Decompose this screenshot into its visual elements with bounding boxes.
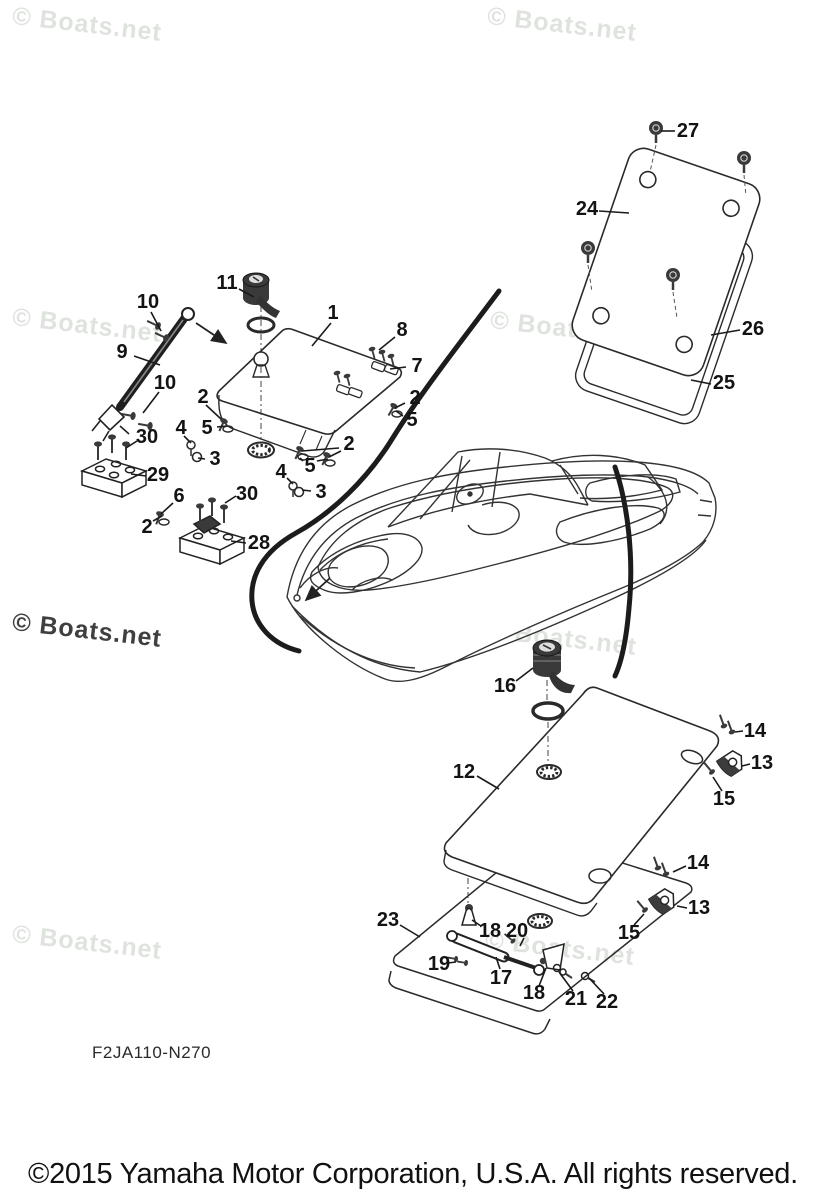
- screw-30-set-b: [196, 497, 228, 523]
- part-callout-23: 23: [376, 909, 400, 931]
- part-callout-13: 13: [750, 752, 774, 774]
- part-callout-14: 14: [686, 852, 710, 874]
- part-callout-16: 16: [493, 675, 517, 697]
- part-callout-24: 24: [575, 198, 599, 220]
- grommet-ring: [247, 441, 275, 459]
- part-callout-3: 3: [209, 448, 221, 470]
- part-callout-28: 28: [247, 532, 271, 554]
- diagram-code: F2JA110-N270: [92, 1043, 212, 1062]
- part-callout-18: 18: [522, 982, 546, 1004]
- clip-set-lower: [636, 856, 675, 915]
- part-callout-20: 20: [505, 920, 529, 942]
- part-callout-1: 1: [327, 302, 339, 324]
- part-callout-14: 14: [743, 720, 767, 742]
- screw-30-set-a: [94, 434, 130, 460]
- grommet-ring-12: [536, 764, 562, 780]
- clip-set-upper: [703, 714, 743, 777]
- part-callout-2: 2: [343, 433, 355, 455]
- part-callout-19: 19: [427, 953, 451, 975]
- part-callout-10: 10: [153, 372, 177, 394]
- boat-illustration: [286, 448, 717, 682]
- bow-hatch-cover-1: [216, 272, 403, 459]
- hinge-block-29: [79, 434, 149, 499]
- part-callout-5: 5: [201, 417, 213, 439]
- part-callout-4: 4: [175, 417, 187, 439]
- battery-tray-panel-24: [571, 121, 761, 377]
- lock-cylinder-16: [531, 639, 575, 763]
- part-callout-3: 3: [315, 481, 327, 503]
- part-callout-2: 2: [197, 386, 209, 408]
- part-callout-2: 2: [141, 516, 153, 538]
- part-callout-26: 26: [741, 318, 765, 340]
- battery-cable: [249, 288, 634, 679]
- part-callout-4: 4: [275, 461, 287, 483]
- part-callout-17: 17: [489, 967, 513, 989]
- part-callout-22: 22: [595, 991, 619, 1013]
- part-callout-15: 15: [712, 788, 736, 810]
- part-callout-10: 10: [136, 291, 160, 313]
- part-callout-2: 2: [409, 387, 421, 409]
- part-callout-29: 29: [146, 464, 170, 486]
- part-callout-15: 15: [617, 922, 641, 944]
- part-callout-18: 18: [478, 920, 502, 942]
- hinge-block-28: [177, 497, 247, 566]
- part-callout-7: 7: [411, 355, 423, 377]
- screw-27-set: [581, 121, 751, 290]
- part-callout-12: 12: [452, 761, 476, 783]
- part-callout-5: 5: [304, 455, 316, 477]
- part-callout-9: 9: [116, 341, 128, 363]
- part-callout-5: 5: [406, 409, 418, 431]
- part-callout-30: 30: [135, 426, 159, 448]
- part-callout-25: 25: [712, 372, 736, 394]
- gas-strut-9: [91, 307, 228, 442]
- part-callout-13: 13: [687, 897, 711, 919]
- part-callout-11: 11: [216, 272, 238, 294]
- hatch-strut-17-parts: [446, 878, 596, 983]
- part-callout-8: 8: [396, 319, 408, 341]
- part-callout-6: 6: [173, 485, 185, 507]
- leader-lines: [125, 130, 751, 995]
- fastener-cluster-7-8: [333, 346, 399, 399]
- part-callout-21: 21: [564, 988, 588, 1010]
- part-callout-30: 30: [235, 483, 259, 505]
- copyright-text: ©2015 Yamaha Motor Corporation, U.S.A. A…: [28, 1158, 798, 1190]
- engine-hatch-panel-12: [443, 686, 720, 917]
- part-callout-27: 27: [676, 120, 700, 142]
